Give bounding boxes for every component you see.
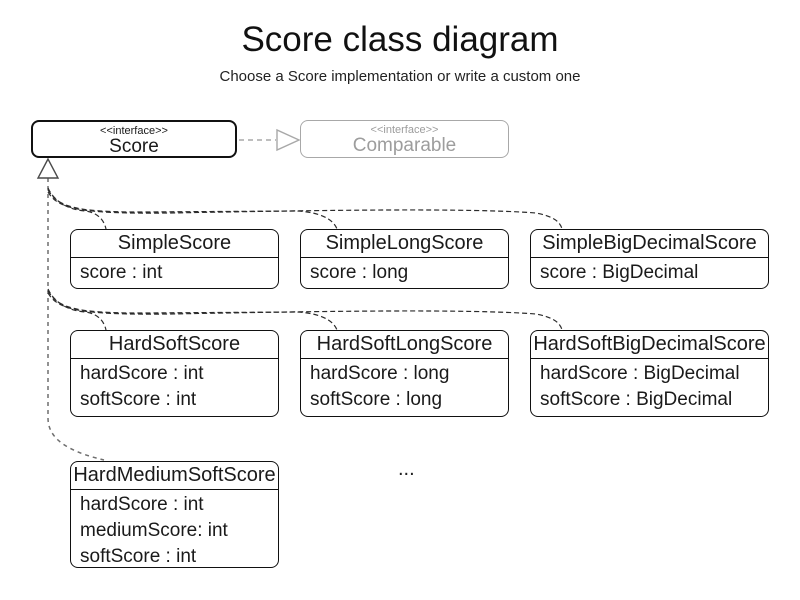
class-name: HardMediumSoftScore (71, 462, 278, 490)
class-attribute: hardScore : int (80, 494, 204, 515)
realization-line-hardsoftscore (47, 288, 107, 331)
class-attribute: softScore : int (80, 389, 197, 410)
class-attribute: score : long (310, 262, 409, 283)
class-attribute: score : int (80, 262, 163, 283)
realization-line-simplebigdecimalscore (47, 191, 563, 230)
class-attribute: softScore : int (80, 546, 197, 567)
interface-comparable: <<interface>> Comparable (300, 120, 509, 158)
comparable-triangle-icon (276, 128, 301, 152)
class-hardsoftscore: HardSoftScore hardScore : int softScore … (70, 330, 279, 417)
class-name: HardSoftLongScore (301, 331, 508, 359)
score-stereotype: <<interface>> (100, 125, 168, 137)
class-attribute: score : BigDecimal (540, 262, 699, 283)
generalization-triangle-icon (36, 157, 60, 179)
page-subtitle: Choose a Score implementation or write a… (219, 68, 581, 85)
comparable-name: Comparable (352, 135, 457, 156)
class-name: SimpleLongScore (301, 230, 508, 258)
class-name: SimpleBigDecimalScore (531, 230, 768, 258)
class-attribute: hardScore : BigDecimal (540, 363, 740, 384)
class-name: SimpleScore (71, 230, 278, 258)
realization-line-simplelongscore (47, 189, 338, 230)
class-hardsoftlongscore: HardSoftLongScore hardScore : long softS… (300, 330, 509, 417)
realization-trunk-line (47, 178, 105, 461)
class-hardsoftbigdecimalscore: HardSoftBigDecimalScore hardScore : BigD… (530, 330, 769, 417)
class-attribute: mediumScore: int (80, 520, 228, 541)
realization-line-hardsoftlongscore (47, 290, 338, 331)
class-attribute: hardScore : int (80, 363, 204, 384)
interface-score: <<interface>> Score (31, 120, 237, 158)
class-hardmediumsoftscore: HardMediumSoftScore hardScore : int medi… (70, 461, 279, 568)
comparable-stereotype: <<interface>> (370, 124, 439, 136)
class-attribute: softScore : long (310, 389, 443, 410)
class-attribute: softScore : BigDecimal (540, 389, 733, 410)
class-name: HardSoftBigDecimalScore (531, 331, 768, 359)
realization-line-hardsoftbigdecimalscore (47, 292, 563, 331)
realization-line-simplescore (47, 187, 107, 230)
class-simplescore: SimpleScore score : int (70, 229, 279, 289)
class-name: HardSoftScore (71, 331, 278, 359)
class-attribute: hardScore : long (310, 363, 450, 384)
more-implementations-ellipsis: ... (398, 458, 415, 480)
class-simplelongscore: SimpleLongScore score : long (300, 229, 509, 289)
score-name: Score (109, 136, 159, 157)
page-title: Score class diagram (241, 20, 559, 59)
class-simplebigdecimalscore: SimpleBigDecimalScore score : BigDecimal (530, 229, 769, 289)
